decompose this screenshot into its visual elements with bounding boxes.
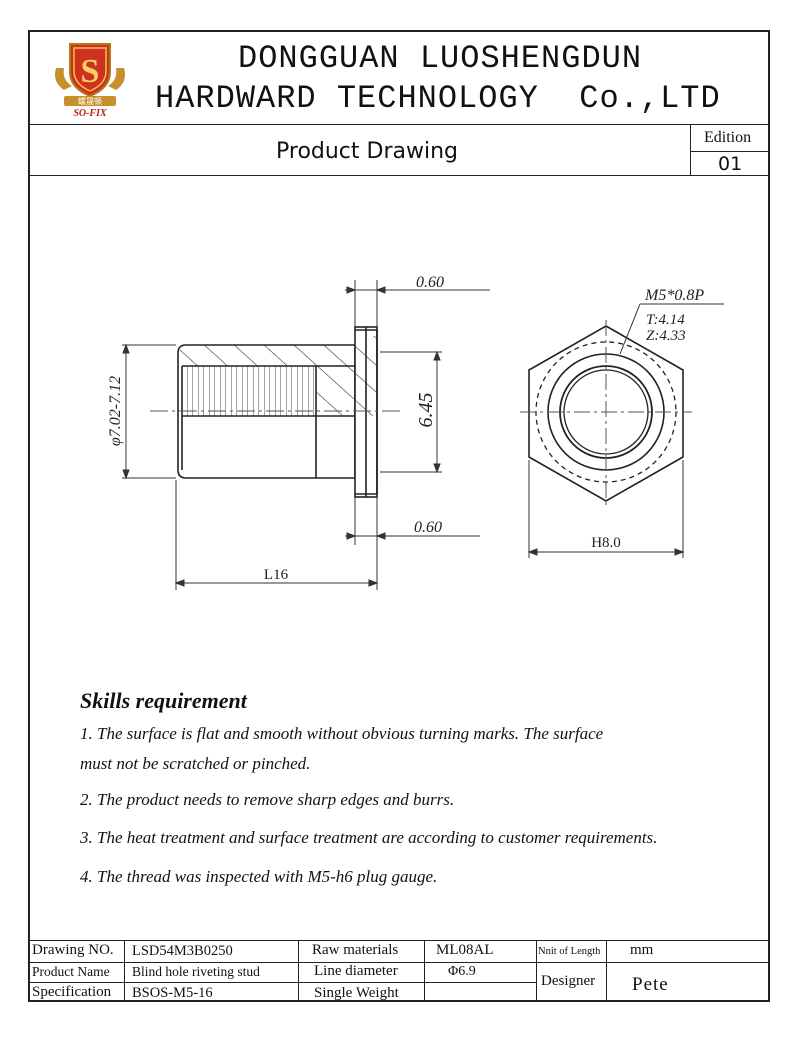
edition-row-divider (690, 151, 770, 152)
single-weight-label: Single Weight (314, 985, 399, 1001)
thread-spec: M5*0.8P (644, 287, 704, 304)
requirement-1a: 1. The surface is flat and smooth withou… (80, 724, 604, 743)
designer-label: Designer (541, 973, 596, 989)
header-divider (28, 124, 770, 125)
dim-height: 6.45 (415, 393, 437, 428)
requirement-3: 3. The heat treatment and surface treatm… (80, 828, 658, 847)
raw-materials-label: Raw materials (312, 942, 399, 958)
thread-z: Z:4.33 (646, 328, 686, 344)
company-logo: S 螺晟顿 SO-FIX (50, 38, 130, 119)
thread-t: T:4.14 (646, 312, 685, 328)
line-diameter-value: Φ6.9 (448, 964, 476, 979)
raw-materials-value: ML08AL (436, 942, 494, 958)
technical-drawing: φ7.02-7.12 6.45 L16 0.60 0.60 H8.0 M5*0.… (107, 274, 724, 590)
requirement-1b: must not be scratched or pinched. (80, 754, 311, 773)
specification-value: BSOS-M5-16 (132, 985, 213, 1001)
end-view-dimensions (527, 303, 724, 558)
unit-label: Nnit of Length (538, 946, 601, 957)
product-name-value: Blind hole riveting stud (132, 964, 260, 979)
designer-value: Pete (632, 974, 669, 995)
dim-flange-top: 0.60 (416, 274, 444, 291)
title-divider (28, 175, 770, 176)
logo-cn-text: 螺晟顿 (78, 96, 102, 106)
edition-value: 01 (718, 153, 743, 175)
specification-label: Specification (32, 984, 112, 1000)
drawing-no-label: Drawing NO. (32, 942, 114, 958)
side-view (150, 326, 400, 498)
requirement-2: 2. The product needs to remove sharp edg… (80, 790, 455, 809)
side-view-dimensions (122, 280, 490, 590)
logo-letter: S (81, 53, 100, 90)
drawing-no-value: LSD54M3B0250 (132, 943, 233, 959)
dim-length: L16 (264, 567, 289, 583)
edition-divider (690, 124, 691, 176)
drawing-frame (28, 30, 770, 1002)
product-name-label: Product Name (32, 964, 110, 979)
logo-brand-text: SO-FIX (73, 108, 107, 118)
edition-label: Edition (704, 129, 752, 146)
dim-hex: H8.0 (591, 535, 621, 551)
requirement-4: 4. The thread was inspected with M5-h6 p… (80, 867, 438, 886)
unit-value: mm (630, 942, 654, 958)
dim-flange-bottom: 0.60 (414, 519, 442, 536)
end-view (520, 320, 692, 506)
dim-diameter: φ7.02-7.12 (107, 376, 124, 446)
company-name-line2: HARDWARD TECHNOLOGY Co.,LTD (155, 80, 721, 117)
line-diameter-label: Line diameter (314, 963, 398, 979)
document-title: Product Drawing (276, 139, 459, 164)
company-name-line1: DONGGUAN LUOSHENGDUN (238, 40, 643, 77)
requirements-title: Skills requirement (80, 688, 247, 713)
